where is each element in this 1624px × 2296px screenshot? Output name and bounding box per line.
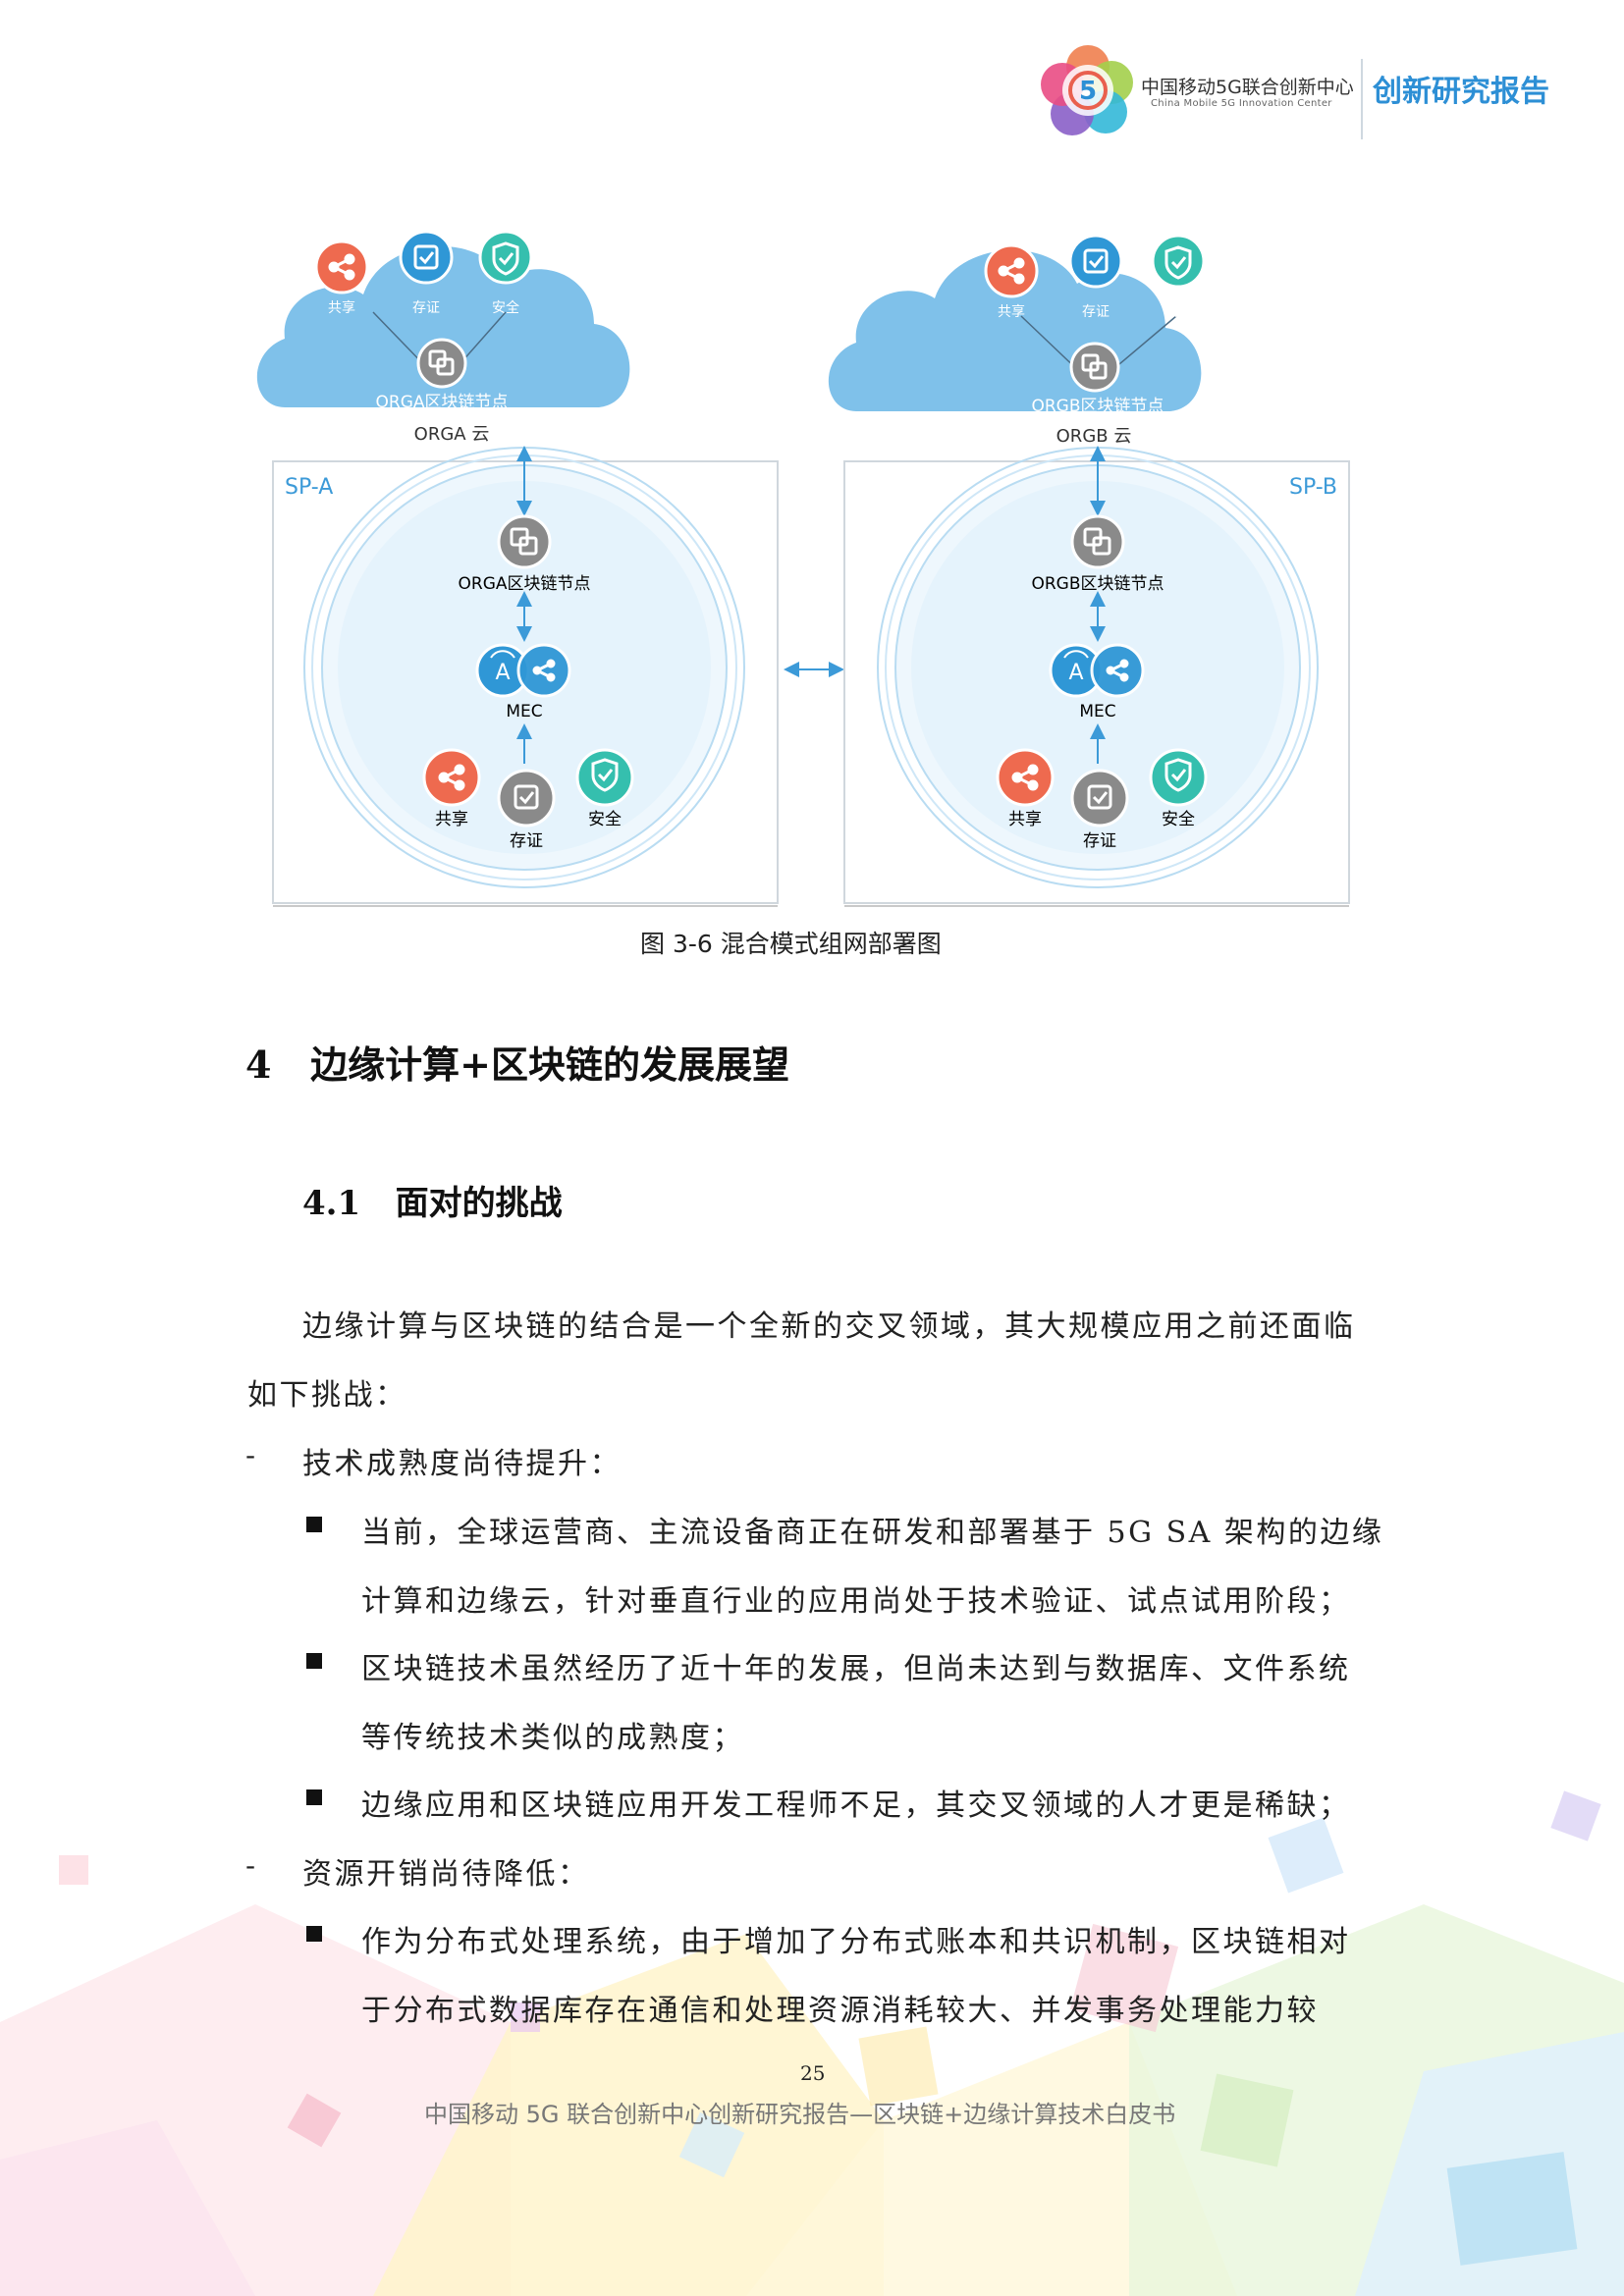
bullet-text: 于分布式数据库存在通信和处理资源消耗较大、并发事务处理能力较 [361,1994,1319,2028]
list-item-title: 技术成熟度尚待提升： [302,1447,622,1481]
share-icon-right [984,243,1039,298]
mec-icon-right: A [1049,643,1145,698]
share-label-bottom: 共享 [435,810,468,829]
security-icon [478,230,533,285]
cloud-share-label-right: 共享 [998,303,1025,320]
mec-icon: A [475,643,571,698]
cloud-node-icon-right [1069,342,1120,393]
cloud-node-label: ORGA区块链节点 [376,393,509,412]
orga-cloud [256,245,630,407]
cert-icon [399,230,454,285]
cert-icon-bottom-right [1070,769,1129,828]
share-icon [314,240,369,294]
header-title: 创新研究报告 [1373,75,1549,109]
header: 5 中国移动5G联合创新中心 China Mobile 5G Innovatio… [1041,39,1591,147]
cloud-node-label-right: ORGB区块链节点 [1031,397,1164,416]
cert-label-bottom: 存证 [510,831,543,851]
cloud-name-label-right: ORGB 云 [1056,426,1132,447]
security-label-bottom: 安全 [588,810,622,829]
bullet-text: 等传统技术类似的成熟度； [361,1721,744,1755]
security-label-bottom-right: 安全 [1162,810,1195,829]
bullet-square [306,1789,322,1805]
bullet-square [306,1926,322,1942]
cert-icon-bottom [497,769,556,828]
cloud-cert-label-right: 存证 [1082,304,1110,320]
sp-a-label: SP-A [285,475,333,500]
dash-marker: - [245,1849,256,1882]
cloud-node-icon [416,338,467,389]
share-label-bottom-right: 共享 [1008,810,1042,829]
bullet-text: 区块链技术虽然经历了近十年的发展，但尚未达到与数据库、文件系统 [361,1652,1351,1686]
orgb-node-icon [1070,514,1125,569]
orga-node-icon [497,514,552,569]
bullet-square [306,1653,322,1669]
paragraph-line: 边缘计算与区块链的结合是一个全新的交叉领域，其大规模应用之前还面临 [302,1309,1356,1344]
cloud-share-label: 共享 [328,299,355,316]
security-icon-bottom [575,748,634,807]
paragraph-line: 如下挑战： [247,1378,407,1413]
mec-antenna-glyph: A [495,661,510,685]
cert-icon-right [1068,234,1123,289]
bullet-text: 当前，全球运营商、主流设备商正在研发和部署基于 5G SA 架构的边缘 [361,1516,1384,1550]
security-icon-bottom-right [1149,748,1208,807]
cert-label-bottom-right: 存证 [1083,831,1116,851]
section-heading: 4 边缘计算+区块链的发展展望 [245,1042,789,1087]
background-decoration [0,1610,1624,2296]
cloud-security-label-right: 安全 [1164,303,1192,320]
bullet-text: 计算和边缘云，针对垂直行业的应用尚处于技术验证、试点试用阶段； [361,1584,1351,1619]
logo-5g-icon: 5 [1041,45,1133,135]
dash-marker: - [245,1439,256,1471]
share-icon-bottom-right [996,748,1055,807]
logo-en-text: China Mobile 5G Innovation Center [1151,98,1332,109]
hybrid-network-diagram: 共享 存证 安全 ORGA区块链节点 ORGA 云 SP-A ORGA区块链节点… [256,230,1350,907]
footer-text: 中国移动 5G 联合创新中心创新研究报告—区块链+边缘计算技术白皮书 [424,2101,1176,2128]
cloud-name-label: ORGA 云 [414,424,490,445]
page-number: 25 [800,2061,826,2085]
security-icon-right [1151,234,1206,289]
sp-b-label: SP-B [1289,475,1337,500]
orga-node-label: ORGA区块链节点 [459,574,591,594]
figure-caption: 图 3-6 混合模式组网部署图 [640,930,942,958]
mec-antenna-glyph-right: A [1068,661,1083,685]
bullet-text: 边缘应用和区块链应用开发工程师不足，其交叉领域的人才更是稀缺； [361,1789,1351,1823]
mec-label-right: MEC [1079,702,1115,721]
header-separator [1361,59,1363,139]
list-item-title: 资源开销尚待降低： [302,1857,590,1892]
bullet-text: 作为分布式处理系统，由于增加了分布式账本和共识机制，区块链相对 [361,1925,1351,1959]
svg-text:5: 5 [1079,77,1097,106]
subsection-heading: 4.1 面对的挑战 [302,1184,563,1223]
logo-cn-text: 中国移动5G联合创新中心 [1141,77,1354,98]
bullet-square [306,1517,322,1532]
share-icon-bottom [422,748,481,807]
orgb-node-label: ORGB区块链节点 [1031,574,1164,594]
cloud-cert-label: 存证 [412,300,440,316]
cloud-security-label: 安全 [492,299,519,316]
mec-label: MEC [506,702,542,721]
